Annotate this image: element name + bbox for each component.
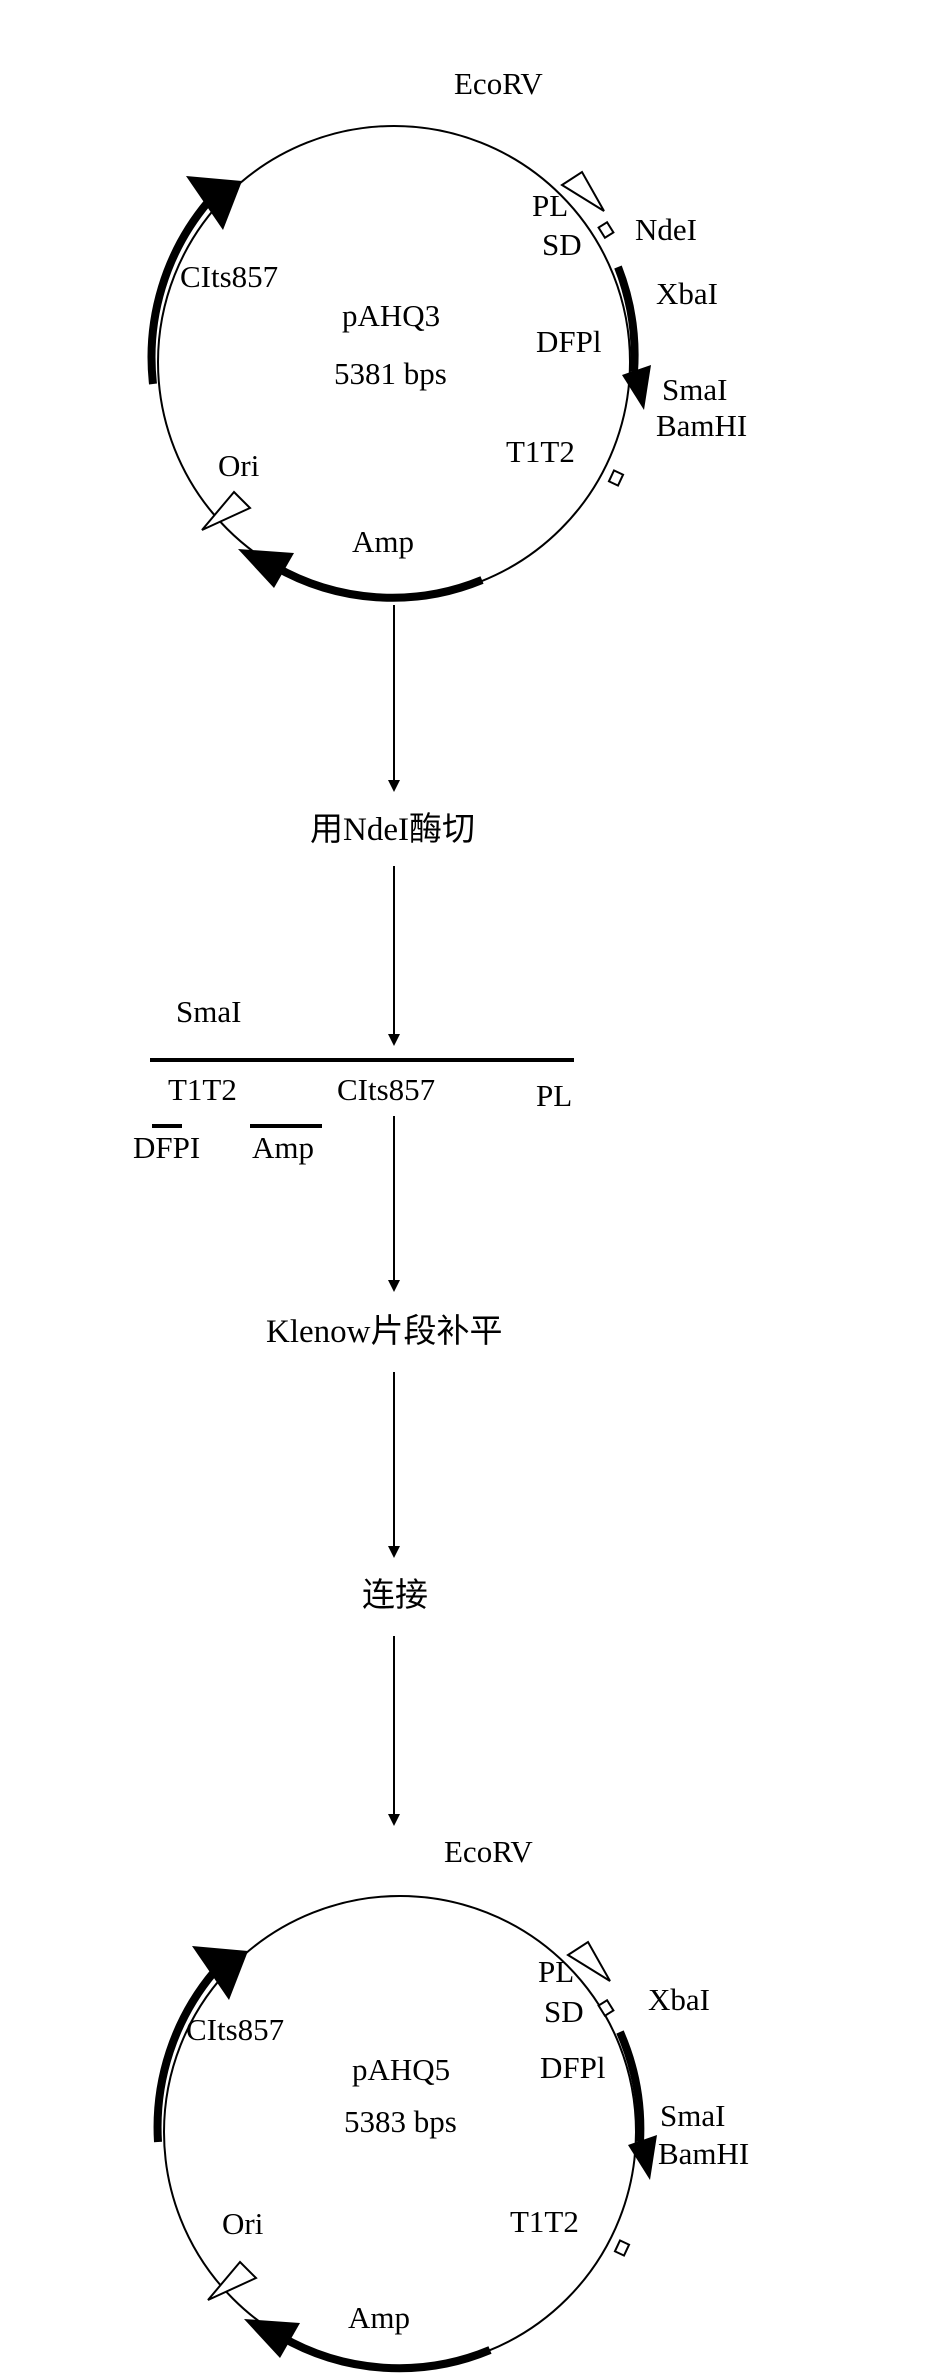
xbai-label: XbaI bbox=[648, 1982, 710, 2017]
dfp-arrow-icon bbox=[622, 365, 651, 410]
plasmid-top: EcoRV PL SD NdeI XbaI DFPl SmaI BamHI T1… bbox=[147, 66, 747, 602]
t1t2-label: T1T2 bbox=[506, 434, 575, 469]
amp-gene-arc bbox=[277, 2332, 492, 2373]
clts857-arrow-icon bbox=[186, 176, 242, 230]
pl-arrow-icon bbox=[560, 170, 605, 212]
pl-label: PL bbox=[538, 1954, 574, 1989]
dfp-arrow-icon bbox=[628, 2135, 657, 2180]
smai-label: SmaI bbox=[660, 2098, 725, 2133]
clts857-gene-arc bbox=[147, 199, 212, 385]
dfp-label: DFPl bbox=[540, 2050, 605, 2085]
linear-t1t2-label: T1T2 bbox=[168, 1072, 237, 1107]
smai-label: SmaI bbox=[662, 372, 727, 407]
ori-label: Ori bbox=[218, 448, 260, 483]
ecorv-label: EcoRV bbox=[454, 66, 543, 101]
amp-gene-arc bbox=[271, 562, 484, 602]
t1t2-box bbox=[607, 469, 625, 487]
linear-smai-label: SmaI bbox=[176, 994, 241, 1029]
amp-label: Amp bbox=[352, 524, 414, 559]
step-digest-label: 用NdeI酶切 bbox=[310, 811, 475, 848]
plasmid-size: 5381 bps bbox=[334, 356, 447, 391]
plasmid-name: pAHQ3 bbox=[342, 298, 440, 333]
sd-box bbox=[597, 220, 615, 240]
clts857-arrow-icon bbox=[192, 1946, 248, 2000]
bamhi-label: BamHI bbox=[656, 408, 747, 443]
linear-dfp-label: DFPI bbox=[133, 1130, 200, 1165]
xbai-label: XbaI bbox=[656, 276, 718, 311]
amp-arrow-icon bbox=[244, 2319, 300, 2358]
pl-label: PL bbox=[532, 188, 568, 223]
dfp-gene-arc bbox=[614, 265, 639, 373]
ori-arrow-icon bbox=[201, 490, 252, 531]
ecorv-label: EcoRV bbox=[444, 1834, 533, 1869]
step-klenow-label: Klenow片段补平 bbox=[266, 1313, 502, 1350]
linear-clts857-label: CIts857 bbox=[337, 1072, 435, 1107]
plasmid-size: 5383 bps bbox=[344, 2104, 457, 2139]
ori-label: Ori bbox=[222, 2206, 264, 2241]
clts857-label: CIts857 bbox=[180, 259, 278, 294]
ori-arrow-icon bbox=[207, 2260, 258, 2301]
ndei-label: NdeI bbox=[635, 212, 697, 247]
sd-label: SD bbox=[544, 1994, 584, 2029]
plasmid-bottom: EcoRV PL SD XbaI DFPl SmaI BamHI T1T2 Am… bbox=[153, 1834, 749, 2373]
amp-label: Amp bbox=[348, 2300, 410, 2335]
step-ligation-label: 连接 bbox=[362, 1577, 428, 1614]
t1t2-label: T1T2 bbox=[510, 2204, 579, 2239]
dfp-label: DFPl bbox=[536, 324, 601, 359]
linear-amp-label: Amp bbox=[252, 1130, 314, 1165]
sd-box bbox=[597, 1998, 615, 2018]
sd-label: SD bbox=[542, 227, 582, 262]
clts857-gene-arc bbox=[153, 1969, 218, 2143]
linear-pl-label: PL bbox=[536, 1078, 572, 1113]
linear-fragment: SmaI T1T2 CIts857 PL DFPI Amp bbox=[133, 994, 574, 1165]
plasmid-name: pAHQ5 bbox=[352, 2052, 450, 2087]
pl-arrow-icon bbox=[566, 1940, 611, 1982]
t1t2-box bbox=[613, 2239, 631, 2257]
dfp-gene-arc bbox=[616, 2030, 645, 2143]
clts857-label: CIts857 bbox=[186, 2012, 284, 2047]
amp-arrow-icon bbox=[238, 549, 294, 588]
bamhi-label: BamHI bbox=[658, 2136, 749, 2171]
